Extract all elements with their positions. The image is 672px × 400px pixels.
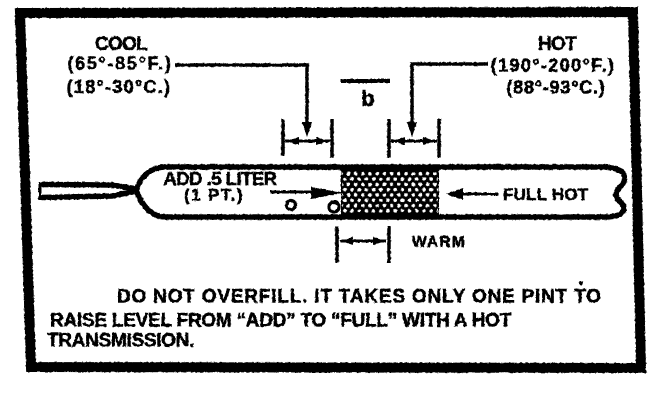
svg-text:(18°-30°C.): (18°-30°C.) [67,77,172,97]
svg-text:ADD .5 LITER: ADD .5 LITER [163,168,276,189]
svg-text:HOT: HOT [538,34,577,55]
svg-text:(65°-85°F.): (65°-85°F.) [67,54,172,74]
svg-text:(1 PT.): (1 PT.) [184,186,244,205]
svg-text:COOL: COOL [95,34,148,55]
svg-text:FULL HOT: FULL HOT [503,185,589,204]
svg-text:(190°-200°F.): (190°-200°F.) [491,56,616,76]
svg-text:DO NOT OVERFILL. IT TAKES ONLY: DO NOT OVERFILL. IT TAKES ONLY ONE PINT … [117,287,602,308]
svg-text:WARM: WARM [412,234,466,251]
svg-text:RAISE LEVEL FROM “ADD” TO “FUL: RAISE LEVEL FROM “ADD” TO “FULL” WITH A … [50,311,512,332]
svg-text:(88°-93°C.): (88°-93°C.) [506,78,605,98]
svg-text:TRANSMISSION.: TRANSMISSION. [47,331,194,352]
svg-text:b: b [361,86,374,111]
